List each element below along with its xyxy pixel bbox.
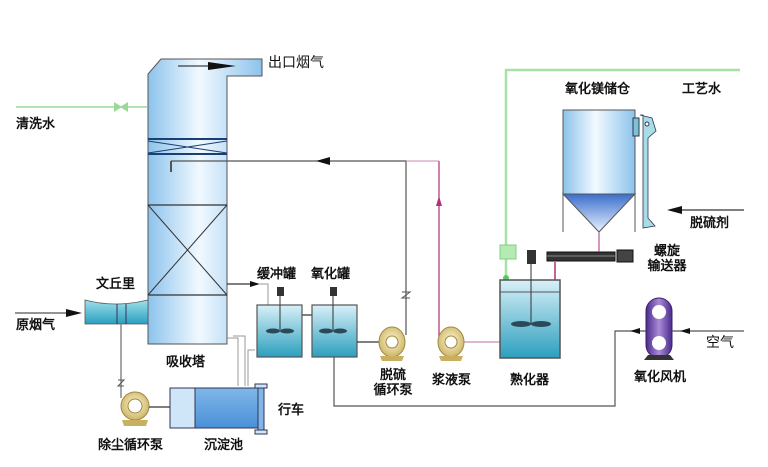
label-absorption-tower: 吸收塔: [166, 355, 206, 370]
tower-outlet-line: [227, 281, 269, 305]
valve-icon: [116, 379, 126, 387]
desulfurization-circulation-pump: [378, 326, 406, 361]
motor-icon: [277, 287, 284, 296]
mgo-silo: [561, 109, 657, 233]
absorption-tower: [147, 58, 263, 345]
arrow-icon: [630, 328, 640, 334]
curing-tank: [499, 250, 561, 359]
screw-conveyor: [546, 232, 634, 263]
oxidation-fan: [630, 297, 744, 360]
label-desulfurizer: 脱硫剂: [690, 216, 730, 231]
buffer-tank: [256, 287, 312, 358]
label-screw-conveyor-line1: 螺旋: [653, 244, 680, 259]
process-water-line: [499, 68, 740, 285]
label-buffer-tank: 缓冲罐: [257, 267, 297, 282]
label-oxidation-tank: 氧化罐: [311, 267, 351, 282]
arrow-icon: [436, 196, 442, 206]
label-settling-tank: 沉淀池: [204, 438, 244, 453]
dust-circulation-pump: [120, 391, 170, 426]
label-desulfurization-pump-line2: 循环泵: [373, 383, 413, 398]
label-screw-conveyor-line2: 输送器: [647, 259, 687, 274]
label-raw-flue-gas: 原烟气: [16, 318, 56, 333]
label-dust-circulation-pump: 除尘循环泵: [98, 438, 164, 453]
settling-tank: [169, 335, 268, 435]
oxidation-tank: [311, 287, 655, 407]
label-oxidation-fan: 氧化风机: [634, 370, 687, 385]
slurry-line: [406, 160, 500, 345]
arrow-icon: [316, 157, 330, 165]
label-washing-water: 清洗水: [16, 117, 56, 132]
motor-icon: [330, 287, 337, 296]
venturi: [84, 299, 149, 398]
washing-water-line: [16, 102, 147, 112]
raw-flue-gas-inlet: [15, 309, 82, 317]
valve-icon: [114, 102, 128, 112]
label-outlet-flue-gas: 出口烟气: [268, 55, 324, 71]
bucket-elevator-icon: [639, 114, 657, 229]
label-venturi: 文丘里: [96, 277, 136, 292]
arrow-icon: [66, 309, 82, 317]
arrow-icon: [680, 328, 690, 334]
traveling-crane-icon: [257, 386, 265, 432]
arrow-icon: [667, 206, 682, 214]
desulfurizer-inlet: [667, 206, 744, 214]
label-process-water: 工艺水: [682, 82, 722, 97]
valve-icon: [400, 291, 412, 299]
label-curing-tank: 熟化器: [510, 373, 550, 388]
label-slurry-pump: 浆液泵: [432, 373, 472, 388]
label-air: 空气: [706, 335, 734, 351]
label-traveling-crane: 行车: [278, 403, 305, 418]
label-mgo-silo: 氧化镁储仓: [565, 82, 631, 97]
motor-icon: [527, 250, 536, 264]
flow-meter-icon: [499, 244, 517, 260]
slurry-pump: [437, 326, 465, 361]
label-desulfurization-pump-line1: 脱硫: [379, 368, 406, 383]
arrow-icon: [208, 62, 236, 70]
